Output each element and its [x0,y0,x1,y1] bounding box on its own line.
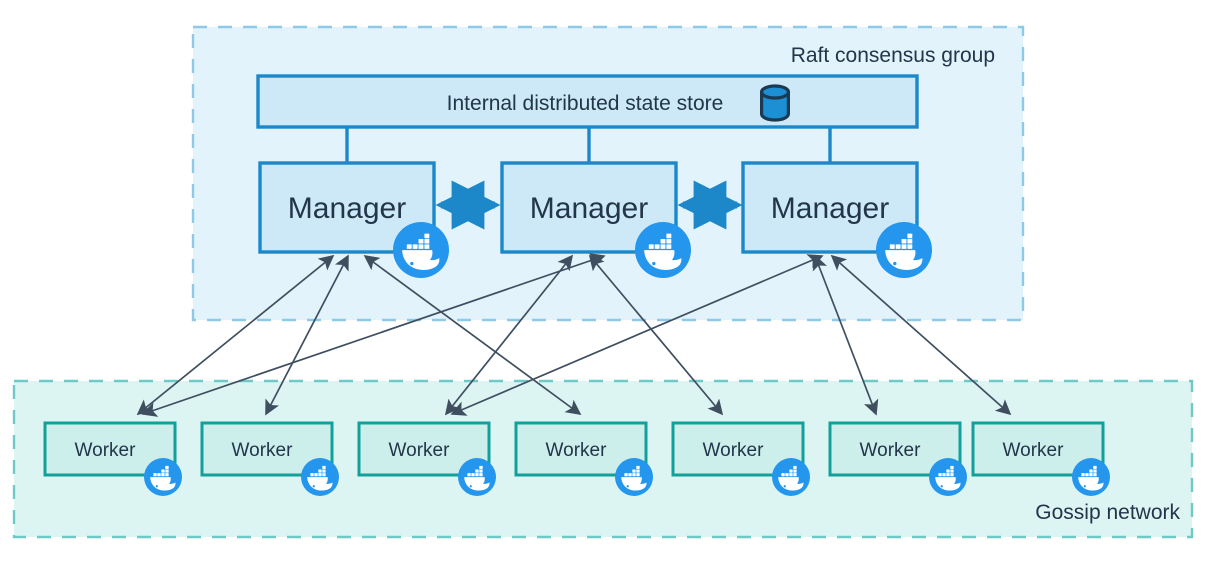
worker-label-5: Worker [703,440,765,461]
manager-box-1[interactable] [258,161,436,254]
docker-whale-icon [393,222,449,278]
worker-label-2: Worker [232,440,294,461]
docker-whale-icon [458,458,496,496]
docker-whale-icon [144,458,182,496]
state-store-node[interactable]: Internal distributed state store [256,74,919,129]
docker-whale-icon [301,458,339,496]
worker-label-4: Worker [546,440,608,461]
worker-label-3: Worker [389,440,451,461]
worker-node-1[interactable]: Worker [43,421,182,496]
gossip-group-label: Gossip network [1035,501,1180,524]
worker-node-6[interactable]: Worker [828,421,967,496]
manager-label-1: Manager [288,192,406,225]
worker-node-3[interactable]: Worker [357,421,496,496]
worker-node-5[interactable]: Worker [671,421,810,496]
worker-box-3[interactable] [357,421,491,477]
worker-label-6: Worker [860,440,922,461]
docker-whale-icon [635,222,691,278]
manager-node-3[interactable]: Manager [741,161,932,278]
raft-group-label: Raft consensus group [791,44,995,67]
manager-label-3: Manager [771,192,889,225]
link-worker-7-manager-3 [830,254,1012,416]
state-store-box[interactable] [256,74,919,129]
worker-node-4[interactable]: Worker [514,421,653,496]
docker-whale-icon [772,458,810,496]
store-manager-connectors [345,127,832,163]
worker-node-2[interactable]: Worker [200,421,339,496]
manager-node-1[interactable]: Manager [258,161,449,278]
database-cylinder-icon [760,84,790,122]
docker-whale-icon [615,458,653,496]
docker-whale-icon [929,458,967,496]
worker-node-7[interactable]: Worker [971,421,1110,496]
worker-box-6[interactable] [828,421,962,477]
worker-label-1: Worker [75,440,137,461]
docker-whale-icon [876,222,932,278]
worker-label-7: Worker [1003,440,1065,461]
docker-whale-icon [1072,458,1110,496]
link-worker-3-manager-3 [450,254,824,416]
manager-node-2[interactable]: Manager [500,161,691,278]
worker-manager-links [136,253,1012,417]
manager-label-2: Manager [530,192,648,225]
state-store-label: Internal distributed state store [447,92,724,115]
